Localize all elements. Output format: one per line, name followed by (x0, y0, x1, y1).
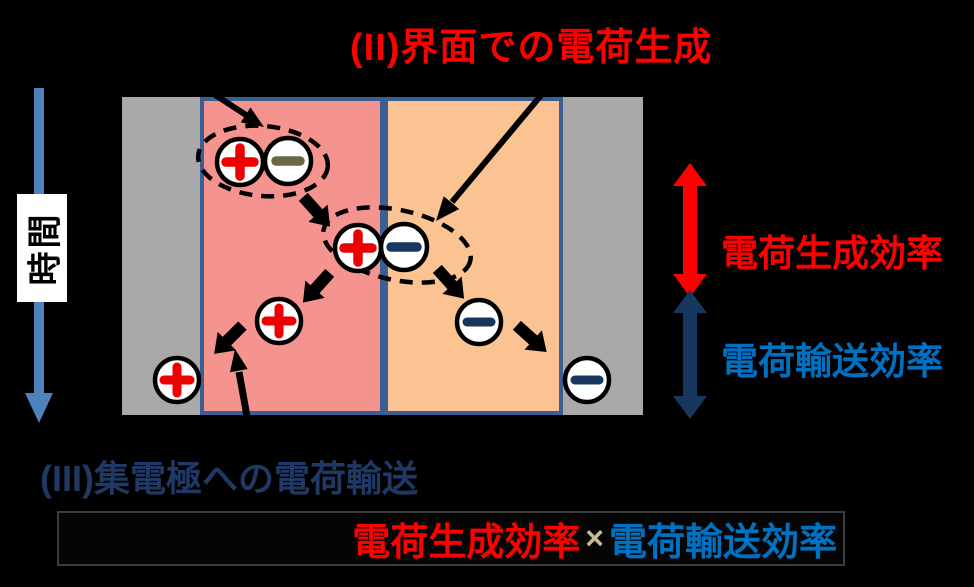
electron-charge (454, 297, 504, 347)
efficiency-formula-box: 電荷生成効率 × 電荷輸送効率 (57, 511, 845, 566)
collection-label: (III)集電極への電荷輸送 (40, 458, 418, 499)
time-axis-label: 時間 (26, 211, 65, 285)
hole-charge (152, 355, 202, 405)
transport-efficiency-label: 電荷輸送効率 (721, 341, 943, 382)
charge-transfer-pair-ellipse (321, 205, 473, 285)
generation-extent-arrow (673, 163, 707, 297)
excitation-pointer-arrow (195, 80, 264, 127)
hole-charge (254, 296, 304, 346)
generation-efficiency-label: 電荷生成効率 (721, 233, 943, 274)
collection-pointer-arrow (230, 349, 258, 456)
interface-generation-pointer-arrow (436, 55, 576, 221)
figure-title: (II)界面での電荷生成 (350, 27, 713, 69)
time-axis-label-box: 時間 (17, 194, 67, 302)
hole-charge (214, 136, 266, 188)
hole-charge (332, 222, 384, 274)
formula-generation-text: 電荷生成効率 (352, 522, 581, 564)
electron-charge (378, 221, 430, 273)
transport-extent-arrow (673, 290, 707, 419)
formula-transport-text: 電荷輸送効率 (608, 522, 837, 564)
electron-charge (562, 355, 612, 405)
bound-electron-charge (262, 135, 314, 187)
exciton-pair-ellipse (195, 123, 331, 199)
multiply-sign: × (585, 520, 604, 556)
